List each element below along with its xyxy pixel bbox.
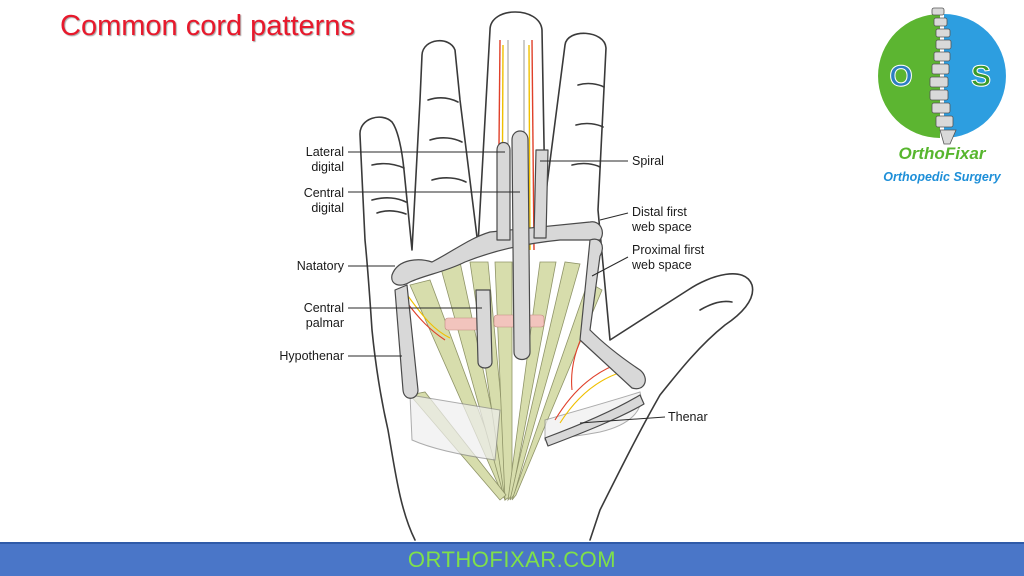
logo-brand-name: OrthoFixar	[898, 144, 986, 163]
hypothenar-cord	[394, 284, 419, 399]
natatory-cord	[391, 221, 603, 286]
label-hypothenar: Hypothenar	[279, 349, 344, 363]
label-natatory: Natatory	[296, 259, 344, 273]
leader-lines	[348, 151, 666, 424]
spine-icon	[929, 7, 957, 145]
central-palmar-cord	[475, 289, 493, 369]
cords	[391, 130, 646, 447]
central-digital-cord	[511, 130, 531, 361]
footer-link[interactable]: ORTHOFIXAR.COM	[407, 547, 617, 572]
footer-bar: ORTHOFIXAR.COM	[0, 542, 1024, 576]
logo-letter-s: S	[971, 60, 991, 93]
palmar-fascia	[409, 261, 603, 502]
label-spiral: Spiral	[632, 154, 664, 168]
thenar-cord	[544, 394, 645, 447]
logo-green-half	[878, 14, 940, 138]
spiral-cord	[533, 149, 549, 239]
slide-title: Common cord patterns	[60, 10, 355, 42]
logo-tagline: Orthopedic Surgery	[883, 170, 1001, 184]
label-thenar: Thenar	[668, 410, 708, 424]
hand-outline	[359, 11, 754, 541]
hypothenar-pad	[409, 394, 501, 461]
logo-blue-half	[944, 14, 1006, 138]
orthofixar-logo: O S OrthoFixar Orthopedic Surgery	[868, 2, 1008, 192]
lateral-digital-cord	[496, 141, 511, 241]
first-web-cord	[579, 238, 646, 390]
logo-letter-o: O	[889, 60, 912, 93]
